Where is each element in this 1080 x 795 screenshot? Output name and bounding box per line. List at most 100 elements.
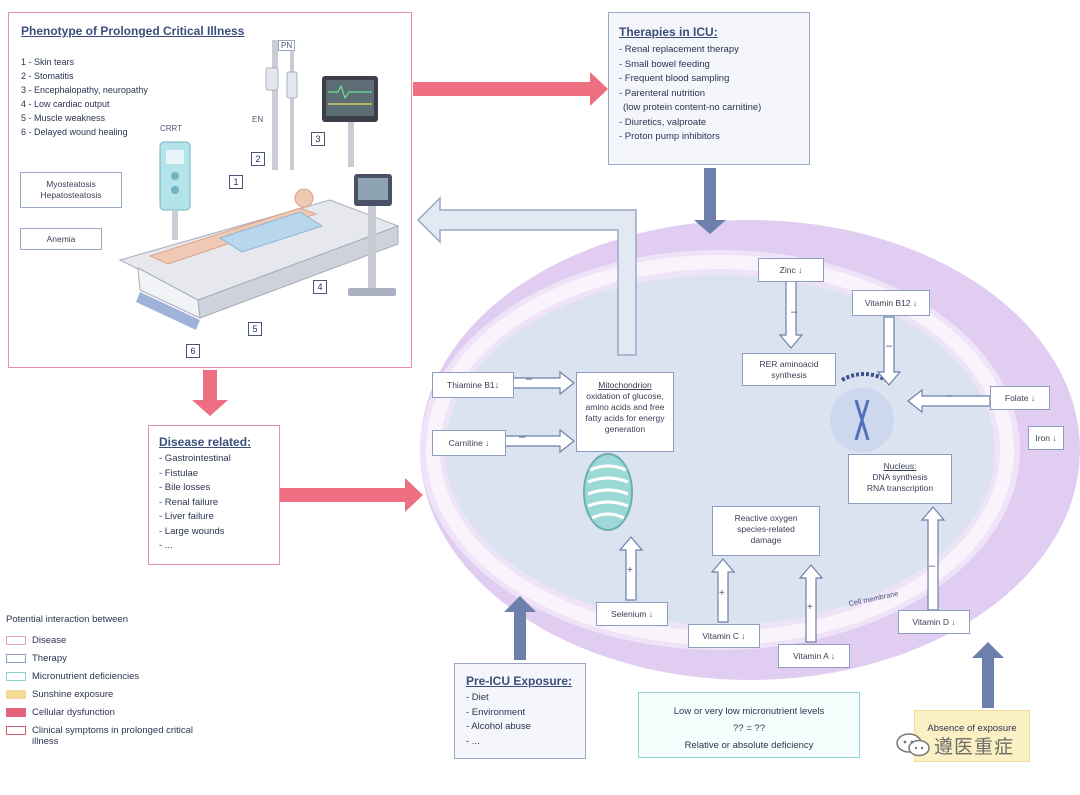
therapy-item: - Parenteral nutrition [619, 87, 706, 99]
absence-box: Absence of exposure [914, 710, 1030, 762]
therapies-list: - Renal replacement therapy - Small bowe… [619, 43, 799, 145]
crrt-label: CRRT [160, 124, 183, 133]
phenotype-item: 5 - Muscle weakness [21, 113, 106, 123]
phenotype-item: 4 - Low cardiac output [21, 99, 110, 109]
pre-icu-item: - Diet [466, 692, 489, 703]
mitochondrion-line: generation [604, 424, 646, 434]
myosteatosis-label: Myosteatosis [46, 179, 96, 189]
therapies-box: Therapies in ICU: - Renal replacement th… [608, 12, 810, 165]
blue-arrows [504, 168, 1004, 708]
pn-label: PN [278, 40, 296, 51]
legend-label: Cellular dysfunction [32, 707, 115, 718]
phenotype-box: Phenotype of Prolonged Critical Illness … [8, 12, 412, 368]
pre-icu-item: - Alcohol abuse [466, 721, 531, 732]
legend-item-sunshine: Sunshine exposure [6, 689, 221, 700]
cellular-dysfunction-arrow [416, 196, 637, 356]
pre-icu-item: - Environment [466, 706, 526, 718]
hepatosteatosis-label: Hepatosteatosis [40, 190, 102, 200]
disease-item: - Liver failure [159, 511, 214, 522]
legend-swatch [6, 708, 26, 717]
watermark-text: 遵医重症 [934, 737, 1015, 758]
minus-sign: – [886, 340, 893, 352]
rer-box: RER aminoacid synthesis [742, 353, 836, 386]
thiamine-box: Thiamine B1↓ [432, 372, 514, 398]
low-levels-box: Low or very low micronutrient levels ?? … [638, 692, 860, 758]
plus-sign: + [719, 588, 725, 599]
pre-icu-list: - Diet - Environment - Alcohol abuse - .… [466, 691, 574, 749]
legend-title: Potential interaction between [6, 614, 128, 625]
therapies-title: Therapies in ICU: [619, 25, 718, 39]
minus-sign: – [946, 390, 953, 402]
dna-strand-icon [841, 372, 887, 382]
pre-icu-box: Pre-ICU Exposure: - Diet - Environment -… [454, 663, 586, 759]
plus-sign: + [807, 602, 813, 613]
disease-title: Disease related: [159, 435, 252, 449]
legend-swatch [6, 726, 26, 735]
cytoplasm [445, 275, 995, 625]
icu-bed-illustration [118, 40, 400, 330]
vitamin-a-box: Vitamin A ↓ [778, 644, 850, 668]
disease-item: - ... [159, 540, 173, 551]
nucleus-box: Nucleus: DNA synthesis RNA transcription [848, 454, 952, 504]
anemia-box: Anemia [20, 228, 102, 250]
plus-sign: + [627, 565, 633, 576]
marker-1: 1 [229, 175, 243, 189]
legend-item-clinical: Clinical symptoms in prolonged critical … [6, 725, 221, 747]
marker-3: 3 [311, 132, 325, 146]
therapy-item: - Proton pump inhibitors [619, 131, 720, 142]
disease-item: - Large wounds [159, 525, 225, 537]
minus-sign: – [791, 306, 798, 318]
folate-box: Folate ↓ [990, 386, 1050, 410]
phenotype-item: 1 - Skin tears [21, 57, 75, 67]
mitochondrion-line: fatty acids for energy [585, 413, 665, 423]
legend-item-cellular: Cellular dysfunction [6, 707, 221, 718]
pre-icu-item: - ... [466, 735, 480, 747]
pre-icu-title: Pre-ICU Exposure: [466, 674, 573, 688]
phenotype-list: 1 - Skin tears 2 - Stomatitis 3 - Enceph… [21, 55, 148, 139]
nucleus-title: Nucleus: [883, 461, 917, 471]
vitamin-c-box: Vitamin C ↓ [688, 624, 760, 648]
phenotype-title: Phenotype of Prolonged Critical Illness [21, 24, 245, 38]
marker-2: 2 [251, 152, 265, 166]
legend-label: Therapy [32, 653, 67, 664]
ros-line: Reactive oxygen [734, 513, 798, 523]
legend-item-micronutrient: Micronutrient deficiencies [6, 671, 221, 682]
carnitine-box: Carnitine ↓ [432, 430, 506, 456]
nucleus-line: RNA transcription [866, 483, 934, 493]
ros-line: damage [750, 535, 782, 545]
therapy-item: - Diuretics, valproate [619, 116, 707, 128]
legend-label: Disease [32, 635, 67, 646]
therapy-item: - Frequent blood sampling [619, 73, 730, 84]
chat-icon [896, 733, 930, 757]
phenotype-item: 6 - Delayed wound healing [21, 127, 128, 137]
mitochondrion-icon [583, 453, 633, 531]
disease-box: Disease related: - Gastrointestinal - Fi… [148, 425, 280, 565]
legend: Potential interaction between Disease Th… [6, 614, 221, 754]
en-label: EN [252, 115, 264, 124]
mitochondrion-box: Mitochondrion oxidation of glucose, amin… [576, 372, 674, 452]
low-levels-line: Low or very low micronutrient levels [673, 706, 825, 717]
legend-swatch [6, 672, 26, 681]
therapy-item: - Renal replacement therapy [619, 44, 739, 55]
vitamin-d-box: Vitamin D ↓ [898, 610, 970, 634]
zinc-box: Zinc ↓ [758, 258, 824, 282]
legend-swatch [6, 654, 26, 663]
mitochondrion-line: oxidation of glucose, [586, 391, 664, 401]
therapy-item: (low protein content-no carnitine) [623, 102, 762, 113]
ros-line: species-related [737, 524, 795, 534]
myosteatosis-box: Myosteatosis Hepatosteatosis [20, 172, 122, 208]
low-levels-line: Relative or absolute deficiency [684, 740, 814, 751]
disease-item: - Gastrointestinal [159, 453, 231, 464]
legend-swatch [6, 690, 26, 699]
legend-label: Clinical symptoms in prolonged critical … [32, 725, 194, 747]
selenium-box: Selenium ↓ [596, 602, 668, 626]
low-levels-line: ?? = ?? [733, 723, 765, 734]
iron-box: Iron ↓ [1028, 426, 1064, 450]
mitochondrion-line: amino acids and free [585, 402, 665, 412]
marker-4: 4 [313, 280, 327, 294]
pink-arrows [192, 72, 608, 512]
disease-item: - Fistulae [159, 467, 199, 479]
disease-list: - Gastrointestinal - Fistulae - Bile los… [159, 452, 269, 554]
